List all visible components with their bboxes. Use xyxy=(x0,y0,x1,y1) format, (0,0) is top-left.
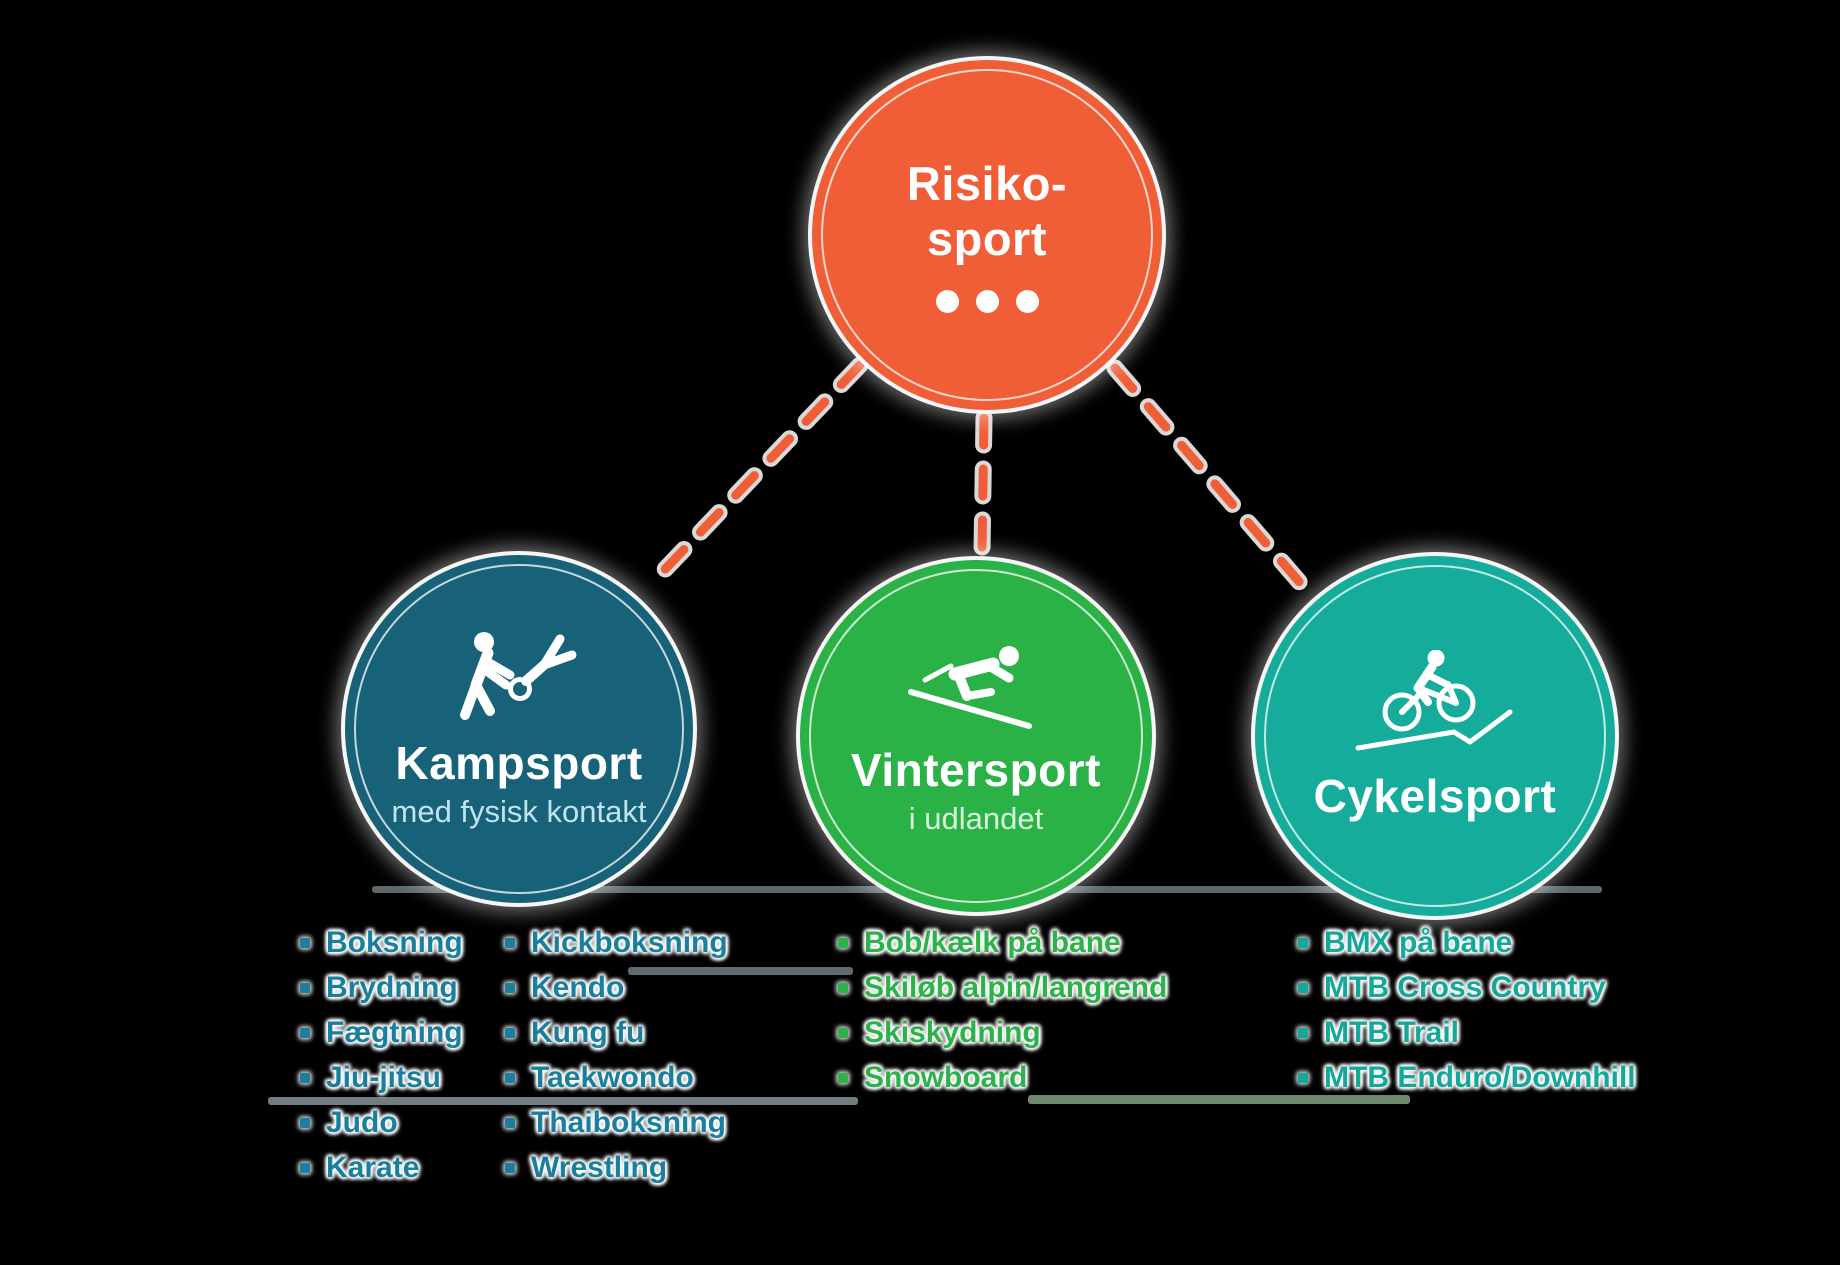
branch-subtitle: med fysisk kontakt xyxy=(391,794,647,830)
bullet-icon xyxy=(1298,1073,1308,1083)
bullet-icon xyxy=(300,1073,310,1083)
bullet-icon xyxy=(300,983,310,993)
bullet-icon xyxy=(1298,983,1308,993)
list-item-label: Skiskydning xyxy=(864,1016,1041,1049)
list-item: Thaiboksning xyxy=(505,1106,728,1151)
cykelsport-list: BMX på bane MTB Cross Country MTB Trail … xyxy=(1298,926,1636,1106)
bullet-icon xyxy=(300,1118,310,1128)
list-item: Wrestling xyxy=(505,1151,728,1196)
branch-node-cykelsport: Cykelsport xyxy=(1255,556,1615,916)
wrestling-icon xyxy=(460,632,577,721)
vintersport-list: Bob/kælk på bane Skiløb alpin/langrend S… xyxy=(838,926,1167,1106)
branch-title: Kampsport xyxy=(395,737,643,790)
root-node-risikosport: Risiko- sport xyxy=(812,60,1162,410)
branch-title: Cykelsport xyxy=(1313,769,1557,822)
list-item: Snowboard xyxy=(838,1061,1167,1106)
kampsport-list-col2: Kickboksning Kendo Kung fu Taekwondo Tha… xyxy=(505,926,728,1196)
artifact-line xyxy=(268,1097,858,1105)
list-item: MTB Enduro/Downhill xyxy=(1298,1061,1636,1106)
list-item-label: MTB Cross Country xyxy=(1324,971,1606,1004)
mountain-bike-icon xyxy=(1355,649,1512,751)
bullet-icon xyxy=(505,1028,515,1038)
list-item-label: Thaiboksning xyxy=(531,1106,726,1139)
list-item: Brydning xyxy=(300,971,463,1016)
branch-subtitle: i udlandet xyxy=(908,801,1044,837)
ellipsis-icon xyxy=(935,289,1039,313)
branch-node-kampsport: Kampsport med fysisk kontakt xyxy=(345,555,693,903)
list-item: MTB Cross Country xyxy=(1298,971,1636,1016)
branch-title: Vintersport xyxy=(850,744,1102,797)
list-item-label: Judo xyxy=(326,1106,398,1139)
list-item-label: Kendo xyxy=(531,971,625,1004)
bullet-icon xyxy=(505,1163,515,1173)
list-item: Kendo xyxy=(505,971,728,1016)
list-item: Skiløb alpin/langrend xyxy=(838,971,1167,1016)
list-item-label: Wrestling xyxy=(531,1151,668,1184)
root-title-line1: Risiko- xyxy=(906,157,1068,211)
list-item-label: BMX på bane xyxy=(1324,926,1513,959)
bullet-icon xyxy=(505,938,515,948)
bullet-icon xyxy=(1298,938,1308,948)
list-item-label: Fægtning xyxy=(326,1016,463,1049)
bullet-icon xyxy=(505,1118,515,1128)
list-item: Taekwondo xyxy=(505,1061,728,1106)
bullet-icon xyxy=(838,983,848,993)
list-item-label: Karate xyxy=(326,1151,420,1184)
list-item: Fægtning xyxy=(300,1016,463,1061)
bullet-icon xyxy=(505,1073,515,1083)
list-item-label: Kung fu xyxy=(531,1016,645,1049)
list-item: Karate xyxy=(300,1151,463,1196)
list-item-label: Taekwondo xyxy=(531,1061,694,1094)
list-item: Boksning xyxy=(300,926,463,971)
bullet-icon xyxy=(838,1073,848,1083)
list-item-label: MTB Enduro/Downhill xyxy=(1324,1061,1636,1094)
bullet-icon xyxy=(300,1028,310,1038)
list-item-label: Boksning xyxy=(326,926,463,959)
skier-icon xyxy=(908,646,1032,730)
list-item: Kung fu xyxy=(505,1016,728,1061)
list-item: Kickboksning xyxy=(505,926,728,971)
bullet-icon xyxy=(838,1028,848,1038)
bullet-icon xyxy=(300,1163,310,1173)
list-item: Skiskydning xyxy=(838,1016,1167,1061)
list-item-label: Skiløb alpin/langrend xyxy=(864,971,1168,1004)
artifact-line xyxy=(1028,1095,1410,1104)
list-item-label: MTB Trail xyxy=(1324,1016,1460,1049)
list-item-label: Brydning xyxy=(326,971,458,1004)
list-item: MTB Trail xyxy=(1298,1016,1636,1061)
list-item-label: Bob/kælk på bane xyxy=(864,926,1121,959)
branch-node-vintersport: Vintersport i udlandet xyxy=(800,560,1152,912)
list-item: BMX på bane xyxy=(1298,926,1636,971)
bullet-icon xyxy=(838,938,848,948)
bullet-icon xyxy=(1298,1028,1308,1038)
list-item-label: Snowboard xyxy=(864,1061,1028,1094)
list-item: Jiu-jitsu xyxy=(300,1061,463,1106)
bullet-icon xyxy=(300,938,310,948)
list-item-label: Kickboksning xyxy=(531,926,728,959)
artifact-line xyxy=(628,967,853,975)
root-title-line2: sport xyxy=(927,211,1047,265)
bullet-icon xyxy=(505,983,515,993)
list-item: Judo xyxy=(300,1106,463,1151)
list-item-label: Jiu-jitsu xyxy=(326,1061,442,1094)
kampsport-list-col1: Boksning Brydning Fægtning Jiu-jitsu Jud… xyxy=(300,926,463,1196)
list-item: Bob/kælk på bane xyxy=(838,926,1167,971)
